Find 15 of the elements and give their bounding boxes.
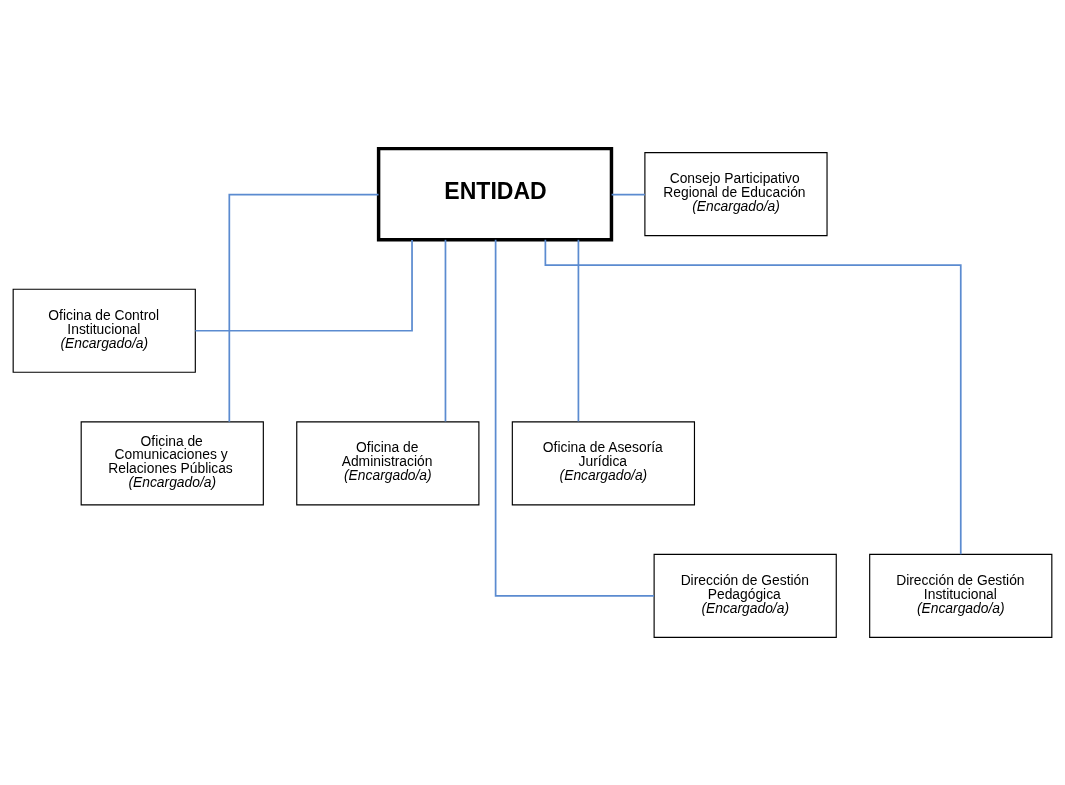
connector xyxy=(228,193,380,422)
node-box: Oficina de Comunicaciones y Relaciones Públicas (Encargado/a) xyxy=(80,420,264,505)
node-box: Oficina de Control Institucional (Encargado/a) xyxy=(12,288,196,373)
connector xyxy=(610,193,646,196)
connector xyxy=(577,238,580,422)
connector xyxy=(544,238,962,555)
node-box: Dirección de Gestión Pedagógica (Encargado/a) xyxy=(653,553,837,638)
connector xyxy=(494,238,655,597)
node-box: Oficina de Administración (Encargado/a) xyxy=(296,420,480,505)
connector xyxy=(194,238,413,332)
connector xyxy=(444,238,447,422)
node-box: Dirección de Gestión Institucional (Encargado/a) xyxy=(869,553,1053,638)
node-box: Consejo Participativo Regional de Educación (Encargado/a) xyxy=(644,151,828,236)
node-box: ENTIDAD xyxy=(376,146,614,241)
node-box: Oficina de Asesoría Jurídica (Encargado/a) xyxy=(511,420,696,505)
